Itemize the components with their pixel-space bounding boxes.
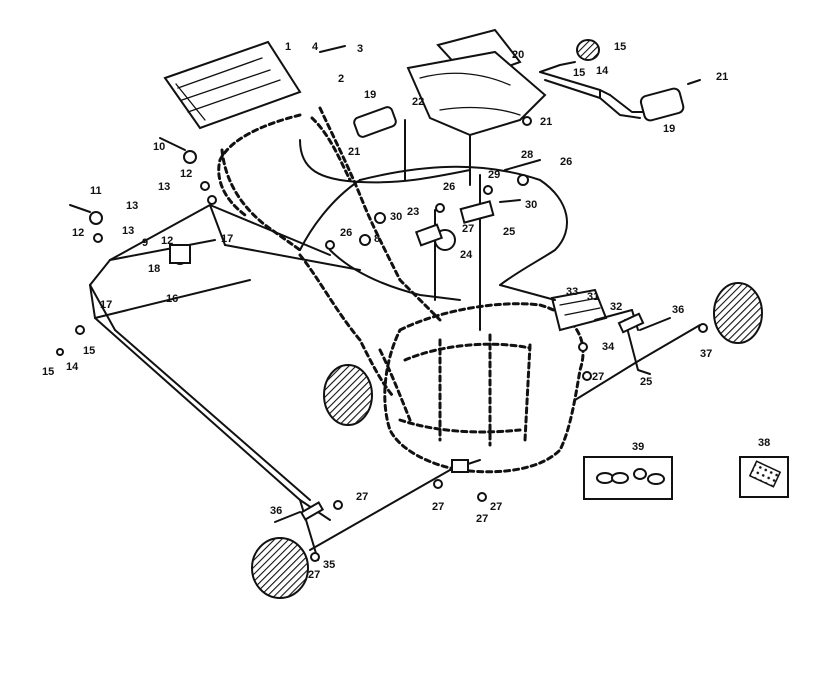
decal-plate <box>163 40 302 130</box>
callout-20: 20 <box>512 49 524 61</box>
callout-28: 28 <box>521 149 533 161</box>
callout-12b: 12 <box>72 227 84 239</box>
callout-31: 31 <box>587 291 599 303</box>
callout-25b: 25 <box>640 376 652 388</box>
callout-39: 39 <box>632 441 644 453</box>
callout-36b: 36 <box>270 505 282 517</box>
callout-27f: 27 <box>490 501 502 513</box>
callout-18: 18 <box>148 263 160 275</box>
callout-35: 35 <box>323 559 335 571</box>
callout-1: 1 <box>285 41 291 53</box>
kit-box-39 <box>583 456 673 500</box>
kit-box-38 <box>739 456 789 498</box>
rear-rod <box>539 61 685 122</box>
callout-19a: 19 <box>364 89 376 101</box>
callout-15d: 15 <box>42 366 54 378</box>
callout-13a: 13 <box>158 181 170 193</box>
callout-36a: 36 <box>672 304 684 316</box>
callout-10: 10 <box>153 141 165 153</box>
hardware <box>56 45 708 562</box>
callout-30a: 30 <box>525 199 537 211</box>
callouts: 1 4 3 2 20 15 15 14 21 19 22 21 19 21 10… <box>42 41 770 581</box>
callout-34: 34 <box>602 341 615 353</box>
callout-16: 16 <box>166 293 178 305</box>
callout-17a: 17 <box>221 233 233 245</box>
rear-axle <box>299 459 481 561</box>
top-right-wheel <box>576 39 600 61</box>
callout-21a: 21 <box>716 71 728 83</box>
callout-29: 29 <box>488 169 500 181</box>
callout-17b: 17 <box>100 299 112 311</box>
callout-27c: 27 <box>356 491 368 503</box>
front-right-wheel <box>713 282 763 344</box>
callout-11: 11 <box>90 185 102 197</box>
mower-deck <box>378 302 585 474</box>
callout-14b: 14 <box>66 361 79 373</box>
callout-37a: 37 <box>700 348 712 360</box>
callout-23: 23 <box>407 206 419 218</box>
callout-12a: 12 <box>180 168 192 180</box>
callout-13b: 13 <box>126 200 138 212</box>
rear-left-wheel <box>251 537 309 599</box>
callout-2: 2 <box>338 73 344 85</box>
rear-center-wheel <box>323 364 373 426</box>
right-height-bracket <box>499 284 633 332</box>
callout-19b: 19 <box>663 123 675 135</box>
callout-15c: 15 <box>83 345 95 357</box>
callout-26a: 26 <box>560 156 572 168</box>
callout-24: 24 <box>460 249 473 261</box>
callout-9: 9 <box>142 237 148 249</box>
lower-handle-bars <box>89 204 361 521</box>
callout-8: 8 <box>374 233 380 245</box>
callout-26b: 26 <box>443 181 455 193</box>
control-cable <box>299 139 471 184</box>
callout-13c: 13 <box>122 225 134 237</box>
callout-26c: 26 <box>340 227 352 239</box>
callout-14a: 14 <box>596 65 609 77</box>
callout-21c: 21 <box>348 146 360 158</box>
callout-30b: 30 <box>390 211 402 223</box>
callout-27a: 27 <box>462 223 474 235</box>
callout-33: 33 <box>566 286 578 298</box>
callout-25a: 25 <box>503 226 515 238</box>
callout-32: 32 <box>610 301 622 313</box>
engine-shroud <box>404 28 547 186</box>
callout-27g: 27 <box>308 569 320 581</box>
callout-22: 22 <box>412 96 424 108</box>
callout-3: 3 <box>357 43 363 55</box>
callout-15b: 15 <box>573 67 585 79</box>
callout-12c: 12 <box>161 235 173 247</box>
callout-27d: 27 <box>432 501 444 513</box>
callout-27b: 27 <box>592 371 604 383</box>
callout-21b: 21 <box>540 116 552 128</box>
callout-38: 38 <box>758 437 770 449</box>
callout-27e: 27 <box>476 513 488 525</box>
upper-handle <box>217 106 442 397</box>
callout-4: 4 <box>312 41 319 53</box>
callout-15a: 15 <box>614 41 626 53</box>
grass-catcher-frame <box>299 165 568 331</box>
